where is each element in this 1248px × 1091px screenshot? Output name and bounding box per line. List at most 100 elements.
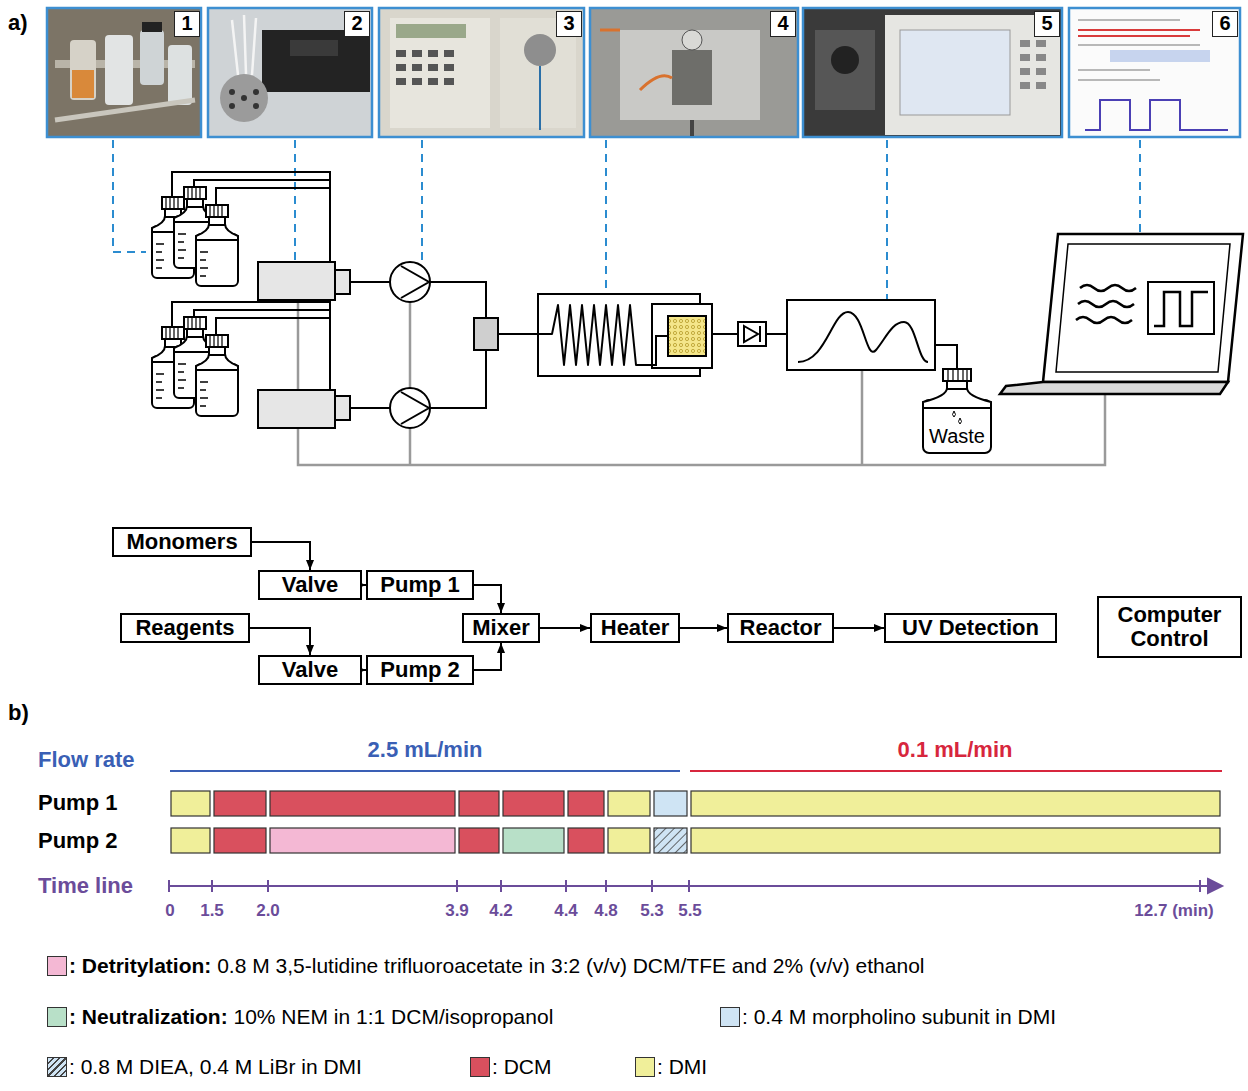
illustration-part [55,100,195,120]
process-box: Pump 1 [366,570,474,600]
text-label: Flow rate [38,747,135,773]
illustration-part [524,34,556,66]
timeline-segment [568,791,604,816]
timeline-segment [503,791,564,816]
legend-text: : DCM [492,1053,552,1081]
tick-label: 4.8 [594,898,618,924]
process-box: Reagents [120,613,250,643]
process-box: Valve [258,655,362,685]
node-text: Heater [601,616,669,640]
illustration-part [421,140,423,262]
illustration-part [169,880,1200,892]
illustration-part [396,50,406,57]
illustration-part [1020,82,1030,89]
illustration-part [216,318,330,336]
illustration-part [900,30,1010,115]
illustration-part [1085,100,1228,130]
legend-text: : DMI [657,1053,707,1081]
photo-panels [47,8,1240,137]
illustration-part [430,350,486,408]
illustration-part [1020,54,1030,61]
illustration-part [262,30,370,92]
illustration-part [412,64,422,71]
process-box: Reactor [727,613,834,643]
illustration-part [428,64,438,71]
waste-bottle: Waste [920,368,994,456]
tubing [172,172,957,408]
illustration-part [738,322,766,346]
timeline-segment [459,828,499,853]
process-box: Monomers [112,527,252,557]
legend-swatch [47,1057,67,1077]
callout-number: 5 [1034,11,1060,37]
illustration-part [1110,50,1210,62]
illustration-part [194,180,330,188]
illustration-part [170,770,680,772]
illustration-part [1078,30,1200,36]
illustration-part [142,22,162,32]
timeline-segment [654,828,687,853]
illustration-part [379,8,584,137]
illustration-part [1043,234,1243,382]
uv-detector-symbol [787,300,935,370]
flow-arrow [250,628,310,655]
illustration-part [168,45,192,105]
legend-heading: : Detritylation: [69,954,211,977]
illustration-part [1020,40,1030,47]
node-text: Computer Control [1103,603,1236,651]
illustration-part [232,15,256,75]
illustration-part [539,66,541,130]
node-text: Pump 1 [380,573,459,597]
legend-text: : 0.4 M morpholino subunit in DMI [742,1003,1056,1031]
tick-label: 5.3 [640,898,664,924]
node-text: Waste [920,424,994,448]
time-axis [169,879,1222,893]
illustration-part [208,8,372,137]
illustration-part [953,411,962,424]
legend-heading: : Neutralization: [69,1005,228,1028]
timeline-segment [691,791,1220,816]
illustration-part [350,281,390,283]
illustration-part [396,24,466,38]
laptop-symbol [1000,234,1243,394]
timeline-segment [503,828,564,853]
illustration-part [600,30,672,90]
illustration-part [1139,140,1141,234]
control-wires [298,300,1105,465]
flow-arrow [540,627,590,629]
timeline-segment [459,791,499,816]
flow-arrow [252,542,310,570]
illustration-part [390,18,490,128]
legend-text: : Neutralization: 10% NEM in 1:1 DCM/iso… [69,1003,553,1031]
illustration-part [640,336,668,365]
mixer-symbol [474,318,498,350]
illustration-part [253,103,259,109]
legend-text: : Detritylation: 0.8 M 3,5-lutidine trif… [69,952,924,980]
legend-item: : 0.8 M DIEA, 0.4 M LiBr in DMI [47,1053,362,1081]
timeline-segment [270,828,455,853]
timeline-segment [608,828,650,853]
callout-number: 1 [174,11,200,37]
illustration-part [1036,68,1046,75]
node-text: UV Detection [902,616,1039,640]
tick-label: 2.0 [256,898,280,924]
illustration-part [766,333,787,335]
illustration-part [744,326,758,342]
illustration-part [712,333,738,335]
tick-label: 12.7 (min) [1134,898,1213,924]
text-label: Pump 1 [38,790,117,816]
legend-swatch [47,956,67,976]
reagent-bottles [152,187,238,416]
illustration-part [815,30,875,110]
illustration-part [350,407,390,409]
node-text: Valve [282,658,338,682]
illustration-part [70,40,96,100]
text-label: a) [8,10,28,36]
callout-number: 3 [556,11,582,37]
illustration-part [605,140,607,294]
illustration-part [298,300,1105,465]
tick-label: 4.2 [489,898,513,924]
illustration-part [105,35,133,105]
process-box: Computer Control [1097,596,1242,658]
